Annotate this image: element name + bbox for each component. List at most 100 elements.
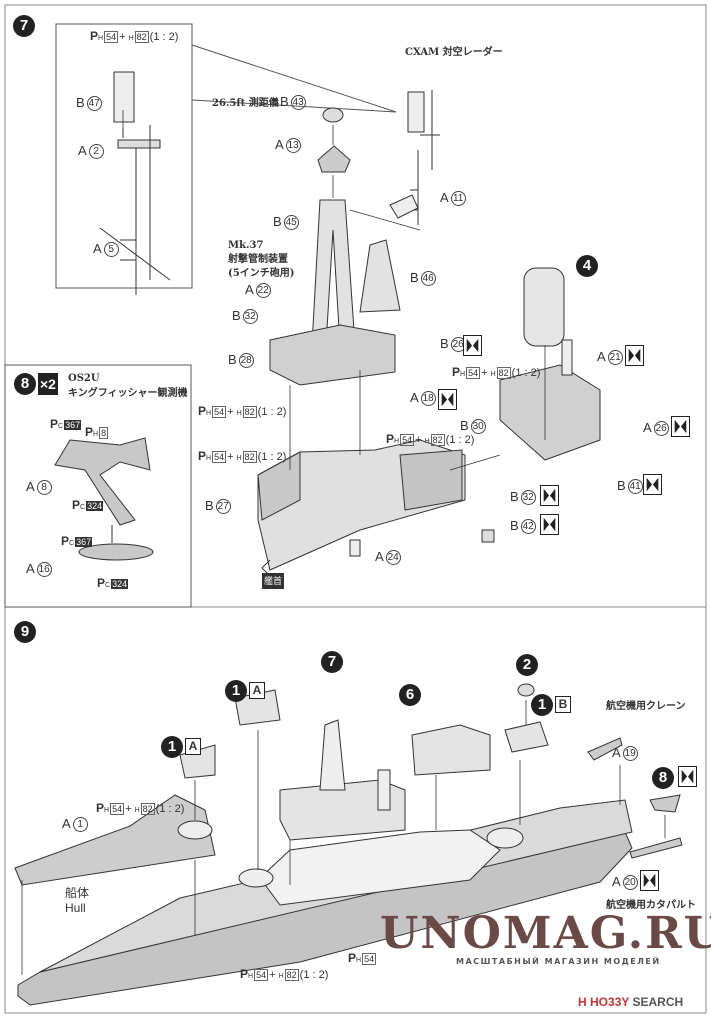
turret-step-badge: 1	[225, 680, 247, 702]
aft-superstructure	[411, 724, 491, 776]
radar-b47	[113, 71, 135, 123]
step-8-badge: 8	[14, 373, 36, 395]
step-8-reference-badge: 8	[652, 767, 674, 789]
crane-note: 航空機用クレーン	[606, 701, 686, 712]
crane-a19	[587, 737, 623, 761]
no-glue-icon	[463, 335, 482, 356]
deck-clear-area	[259, 829, 501, 906]
bow-direction-label: 艦首	[262, 573, 285, 589]
mk37-note-1: Mk.37	[228, 240, 264, 251]
no-glue-icon	[625, 345, 644, 366]
catapult-a20	[629, 837, 683, 859]
turret-variant: A	[185, 738, 201, 755]
mk37-note-3: (5インチ砲用)	[228, 268, 295, 279]
turret-variant: B	[555, 696, 571, 713]
radar-cxam	[407, 91, 425, 133]
base-a13	[317, 145, 351, 173]
catapult-note: 航空機用カタパルト	[606, 900, 696, 911]
part-a24	[349, 539, 361, 557]
quantity-multiplier: ×2	[38, 373, 58, 395]
no-glue-icon	[540, 514, 559, 535]
rangefinder-b43	[322, 107, 344, 123]
step-6-reference-badge: 6	[399, 684, 421, 706]
watermark-logo: UNOMAG.RU	[380, 908, 711, 959]
plane-a8	[54, 437, 151, 526]
step-7-badge: 7	[13, 15, 35, 37]
rangefinder-note: 26.5ft 測距儀	[212, 98, 279, 109]
tripod-b45	[311, 199, 356, 346]
float-a16	[78, 543, 154, 561]
part-b42	[481, 529, 495, 543]
director-2	[517, 683, 535, 697]
no-glue-icon	[540, 485, 559, 506]
plane-8	[649, 794, 681, 813]
step-7-reference-badge: 7	[321, 651, 343, 673]
inset-leader	[191, 44, 397, 113]
turret-1b	[504, 721, 549, 753]
hobby-search-logo: H HO33Y SEARCH	[578, 995, 684, 1009]
turret-step-badge: 1	[531, 694, 553, 716]
tower-b46	[359, 239, 401, 313]
step-2-reference-badge: 2	[516, 654, 538, 676]
platform-b28	[269, 324, 396, 386]
hobby-search-icon: H	[578, 995, 587, 1009]
cxam-radar-note: CXAM 対空レーダー	[405, 47, 503, 58]
aircraft-name: OS2U	[68, 373, 100, 384]
yard-a5	[99, 227, 171, 281]
watermark-tagline: МАСШТАБНЫЙ МАГАЗИН МОДЕЛЕЙ	[456, 957, 661, 966]
platform-b30	[499, 364, 601, 461]
step8-box	[4, 364, 192, 608]
no-glue-icon	[678, 766, 697, 787]
funnel-4	[523, 267, 565, 347]
mk37-note-2: 射撃管制装置	[228, 254, 288, 265]
no-glue-icon	[671, 416, 690, 437]
no-glue-icon	[640, 870, 659, 891]
no-glue-icon	[438, 389, 457, 410]
platform-a2	[117, 139, 161, 149]
hull-label-jp: 船体	[65, 886, 90, 900]
turret-step-badge: 1	[161, 736, 183, 758]
inset-box	[55, 23, 193, 289]
step-4-reference-badge: 4	[576, 255, 598, 277]
mast-a5	[120, 125, 151, 295]
step-9-badge: 9	[14, 621, 36, 643]
aircraft-description: キングフィッシャー観測機	[68, 388, 188, 399]
part-a21	[561, 339, 573, 376]
barbette-2	[238, 868, 274, 888]
